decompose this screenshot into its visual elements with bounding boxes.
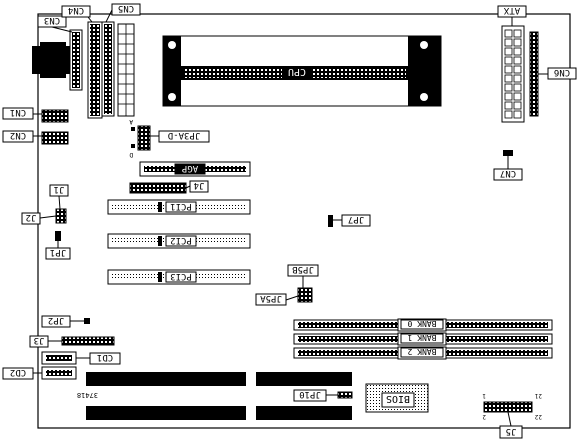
j5-pin-1: 1 bbox=[482, 392, 486, 399]
cn7-header bbox=[503, 150, 513, 156]
j5-pin-22: 22 bbox=[534, 413, 542, 420]
jp10-jumper bbox=[337, 391, 353, 399]
jp2-label: JP2 bbox=[48, 315, 64, 325]
j1-j2-jumper bbox=[55, 208, 67, 224]
cn1-header bbox=[41, 109, 69, 123]
jp5a-label: JP5A bbox=[260, 293, 282, 303]
pci2-label: PCI2 bbox=[170, 235, 192, 245]
jp7-jumper bbox=[328, 215, 333, 227]
board-code: 37418 bbox=[77, 391, 98, 399]
j4-header bbox=[129, 182, 187, 194]
j4-label: J4 bbox=[194, 180, 205, 190]
jp3ad-label: JP3A-D bbox=[168, 130, 201, 140]
bios-chip: BIOS bbox=[365, 383, 429, 413]
j5-pin-21: 21 bbox=[534, 392, 542, 399]
atx-power-connector bbox=[501, 25, 525, 123]
bios-label: BIOS bbox=[386, 393, 410, 404]
cd1-label: CD1 bbox=[97, 352, 113, 362]
pci1-label: PCI1 bbox=[170, 201, 192, 211]
cn5-connector bbox=[101, 21, 135, 117]
jp3a-marker: A bbox=[129, 118, 133, 125]
j2-label: J2 bbox=[26, 212, 37, 222]
bank2-label: BANK 2 bbox=[407, 347, 436, 356]
pci3-label: PCI3 bbox=[170, 271, 192, 281]
cn7-label: CN7 bbox=[500, 168, 516, 178]
jp1-label: JP1 bbox=[50, 247, 66, 257]
cpu-label: CPU bbox=[288, 66, 306, 77]
cd2-label: CD2 bbox=[10, 367, 26, 377]
atx-label: ATX bbox=[503, 5, 520, 15]
cpu-slot: CPU bbox=[162, 35, 442, 107]
cn3-connector bbox=[69, 29, 83, 91]
jp3d-marker: D bbox=[129, 151, 133, 158]
cn6-label: CN6 bbox=[554, 67, 570, 77]
cn4-connector bbox=[87, 21, 103, 119]
bank0-label: BANK 0 bbox=[407, 319, 436, 328]
jp5-jumpers bbox=[297, 287, 313, 303]
bank1-label: BANK 1 bbox=[407, 333, 436, 342]
j5-pin-2: 2 bbox=[482, 413, 486, 420]
j5-label: J5 bbox=[506, 426, 517, 436]
cn6-connector bbox=[529, 31, 539, 117]
jp10-label: JP10 bbox=[299, 389, 321, 399]
agp-label: AGP bbox=[181, 163, 198, 173]
cn4-label: CN4 bbox=[68, 5, 84, 15]
j3-label: J3 bbox=[34, 335, 45, 345]
isa-slots bbox=[86, 372, 352, 420]
jp2-jumper bbox=[84, 318, 90, 324]
cn1-label: CN1 bbox=[10, 107, 26, 117]
cn3-label: CN3 bbox=[44, 15, 60, 25]
callout-pointers bbox=[33, 9, 548, 427]
jp1-jumper bbox=[55, 231, 61, 241]
jp5b-label: JP5B bbox=[292, 264, 314, 274]
j3-header bbox=[61, 336, 115, 346]
j1-label: J1 bbox=[54, 184, 65, 194]
cd2-connector bbox=[41, 366, 77, 380]
serial-port bbox=[32, 42, 70, 78]
cn5-label: CN5 bbox=[118, 3, 134, 13]
cd1-connector bbox=[41, 351, 77, 365]
cn2-header bbox=[41, 131, 69, 145]
jp3ad-jumpers: A D bbox=[129, 118, 151, 158]
j5-header: 1 2 21 22 bbox=[482, 392, 542, 420]
cn2-label: CN2 bbox=[10, 130, 26, 140]
jp7-label: JP7 bbox=[348, 214, 364, 224]
